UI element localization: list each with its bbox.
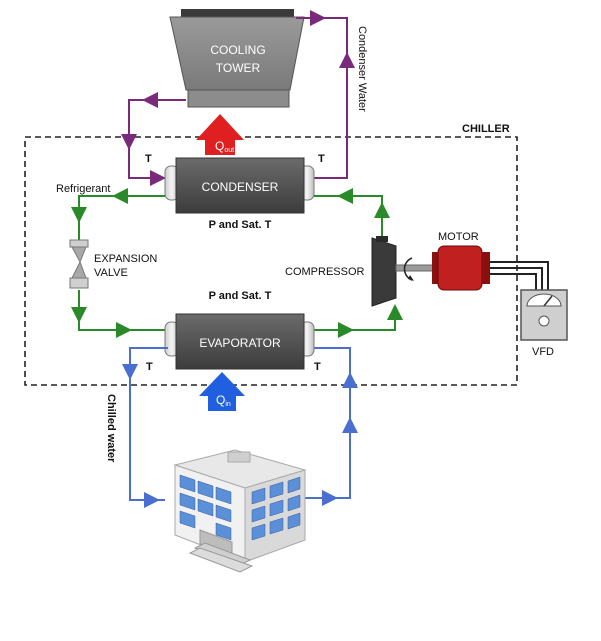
expansion-valve-label-line1: EXPANSION <box>94 253 157 265</box>
vfd-label: VFD <box>532 346 554 358</box>
evaporator-label: EVAPORATOR <box>199 336 281 350</box>
evaporator-t-left: T <box>146 361 153 373</box>
expansion-valve-label-line2: VALVE <box>94 267 128 279</box>
condenser-label: CONDENSER <box>202 180 279 194</box>
refrigerant-label: Refrigerant <box>56 183 110 195</box>
chilled-water-label: Chilled water <box>105 394 117 463</box>
evaporator-t-right: T <box>314 361 321 373</box>
condenser: CONDENSER <box>164 157 315 214</box>
heat-out-arrow: Qout <box>196 114 244 155</box>
condenser-water-label: Condenser Water <box>356 26 368 112</box>
motor <box>432 245 490 291</box>
chilled-water-loop <box>122 347 358 508</box>
q-out-label: Qout <box>215 139 234 154</box>
vfd-cables <box>490 261 549 290</box>
p-sat-condenser: P and Sat. T <box>209 219 272 231</box>
evaporator: EVAPORATOR <box>164 313 315 370</box>
expansion-valve <box>69 239 89 289</box>
q-in-label: Qin <box>216 393 231 408</box>
building-icon <box>173 449 307 573</box>
motor-label: MOTOR <box>438 231 479 243</box>
compressor <box>371 236 397 307</box>
condenser-t-left: T <box>145 153 152 165</box>
cooling-tower-label-line2: TOWER <box>216 61 261 75</box>
compressor-label: COMPRESSOR <box>285 266 365 278</box>
vfd <box>520 289 568 341</box>
condenser-t-right: T <box>318 153 325 165</box>
p-sat-evaporator: P and Sat. T <box>209 290 272 302</box>
chiller-label: CHILLER <box>462 123 510 135</box>
refrigerant-loop <box>71 188 403 338</box>
drive-shaft <box>395 257 435 281</box>
condenser-water-loop <box>121 10 355 186</box>
cooling-tower: COOLING TOWER <box>169 9 305 108</box>
cooling-tower-label-line1: COOLING <box>210 43 265 57</box>
heat-in-arrow: Qin <box>199 372 245 411</box>
